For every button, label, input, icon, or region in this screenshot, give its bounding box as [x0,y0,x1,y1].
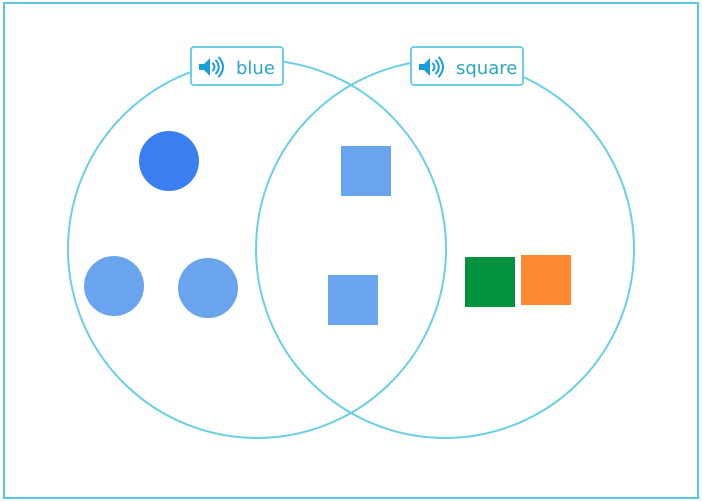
speaker-icon[interactable] [199,56,224,78]
right-set-label[interactable]: square [410,46,524,86]
right-label-text: square [456,58,517,79]
shape-orange-square[interactable] [521,255,571,305]
shape-blue-light-circle[interactable] [178,258,238,318]
speaker-icon[interactable] [419,56,444,78]
shape-green-square[interactable] [465,257,515,307]
shape-blue-light-square[interactable] [341,146,391,196]
left-label-box[interactable] [190,46,284,86]
shape-blue-dark-circle[interactable] [139,131,199,191]
shape-blue-light-circle[interactable] [84,256,144,316]
outer-frame [3,2,699,499]
left-label-text: blue [236,58,275,79]
left-set-label[interactable]: blue [190,46,284,86]
shape-blue-light-square[interactable] [328,275,378,325]
